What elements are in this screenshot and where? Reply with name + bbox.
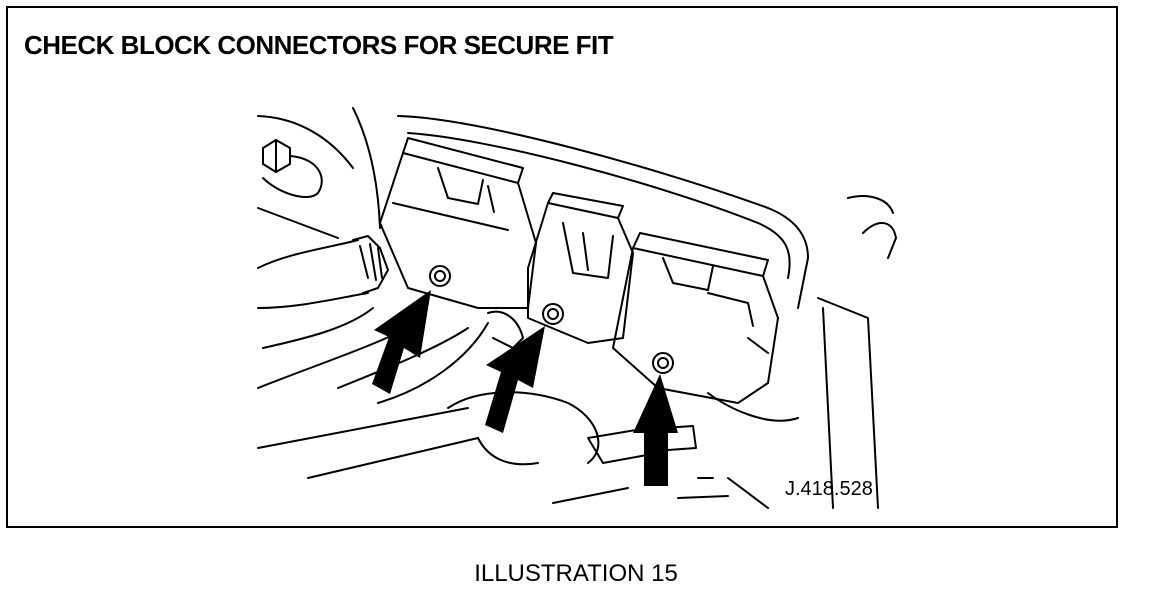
connector-right xyxy=(612,232,779,404)
arrow-up-icon xyxy=(633,374,678,486)
connector-middle xyxy=(487,192,634,349)
bolt-top-left xyxy=(262,139,323,198)
illustration-frame: CHECK BLOCK CONNECTORS FOR SECURE FIT xyxy=(6,6,1118,528)
housing-outline xyxy=(257,107,897,509)
reference-code: J.418.528 xyxy=(785,478,873,500)
connector-left xyxy=(379,137,537,309)
arrow-up-right-icon xyxy=(372,290,431,394)
figure-heading: CHECK BLOCK CONNECTORS FOR SECURE FIT xyxy=(24,30,614,60)
arrow-up-right-icon xyxy=(485,326,545,433)
figure-caption: ILLUSTRATION 15 xyxy=(474,560,678,587)
connector-block-drawing xyxy=(257,107,897,509)
wiring-harness xyxy=(257,235,489,404)
lower-bracket xyxy=(257,391,799,504)
